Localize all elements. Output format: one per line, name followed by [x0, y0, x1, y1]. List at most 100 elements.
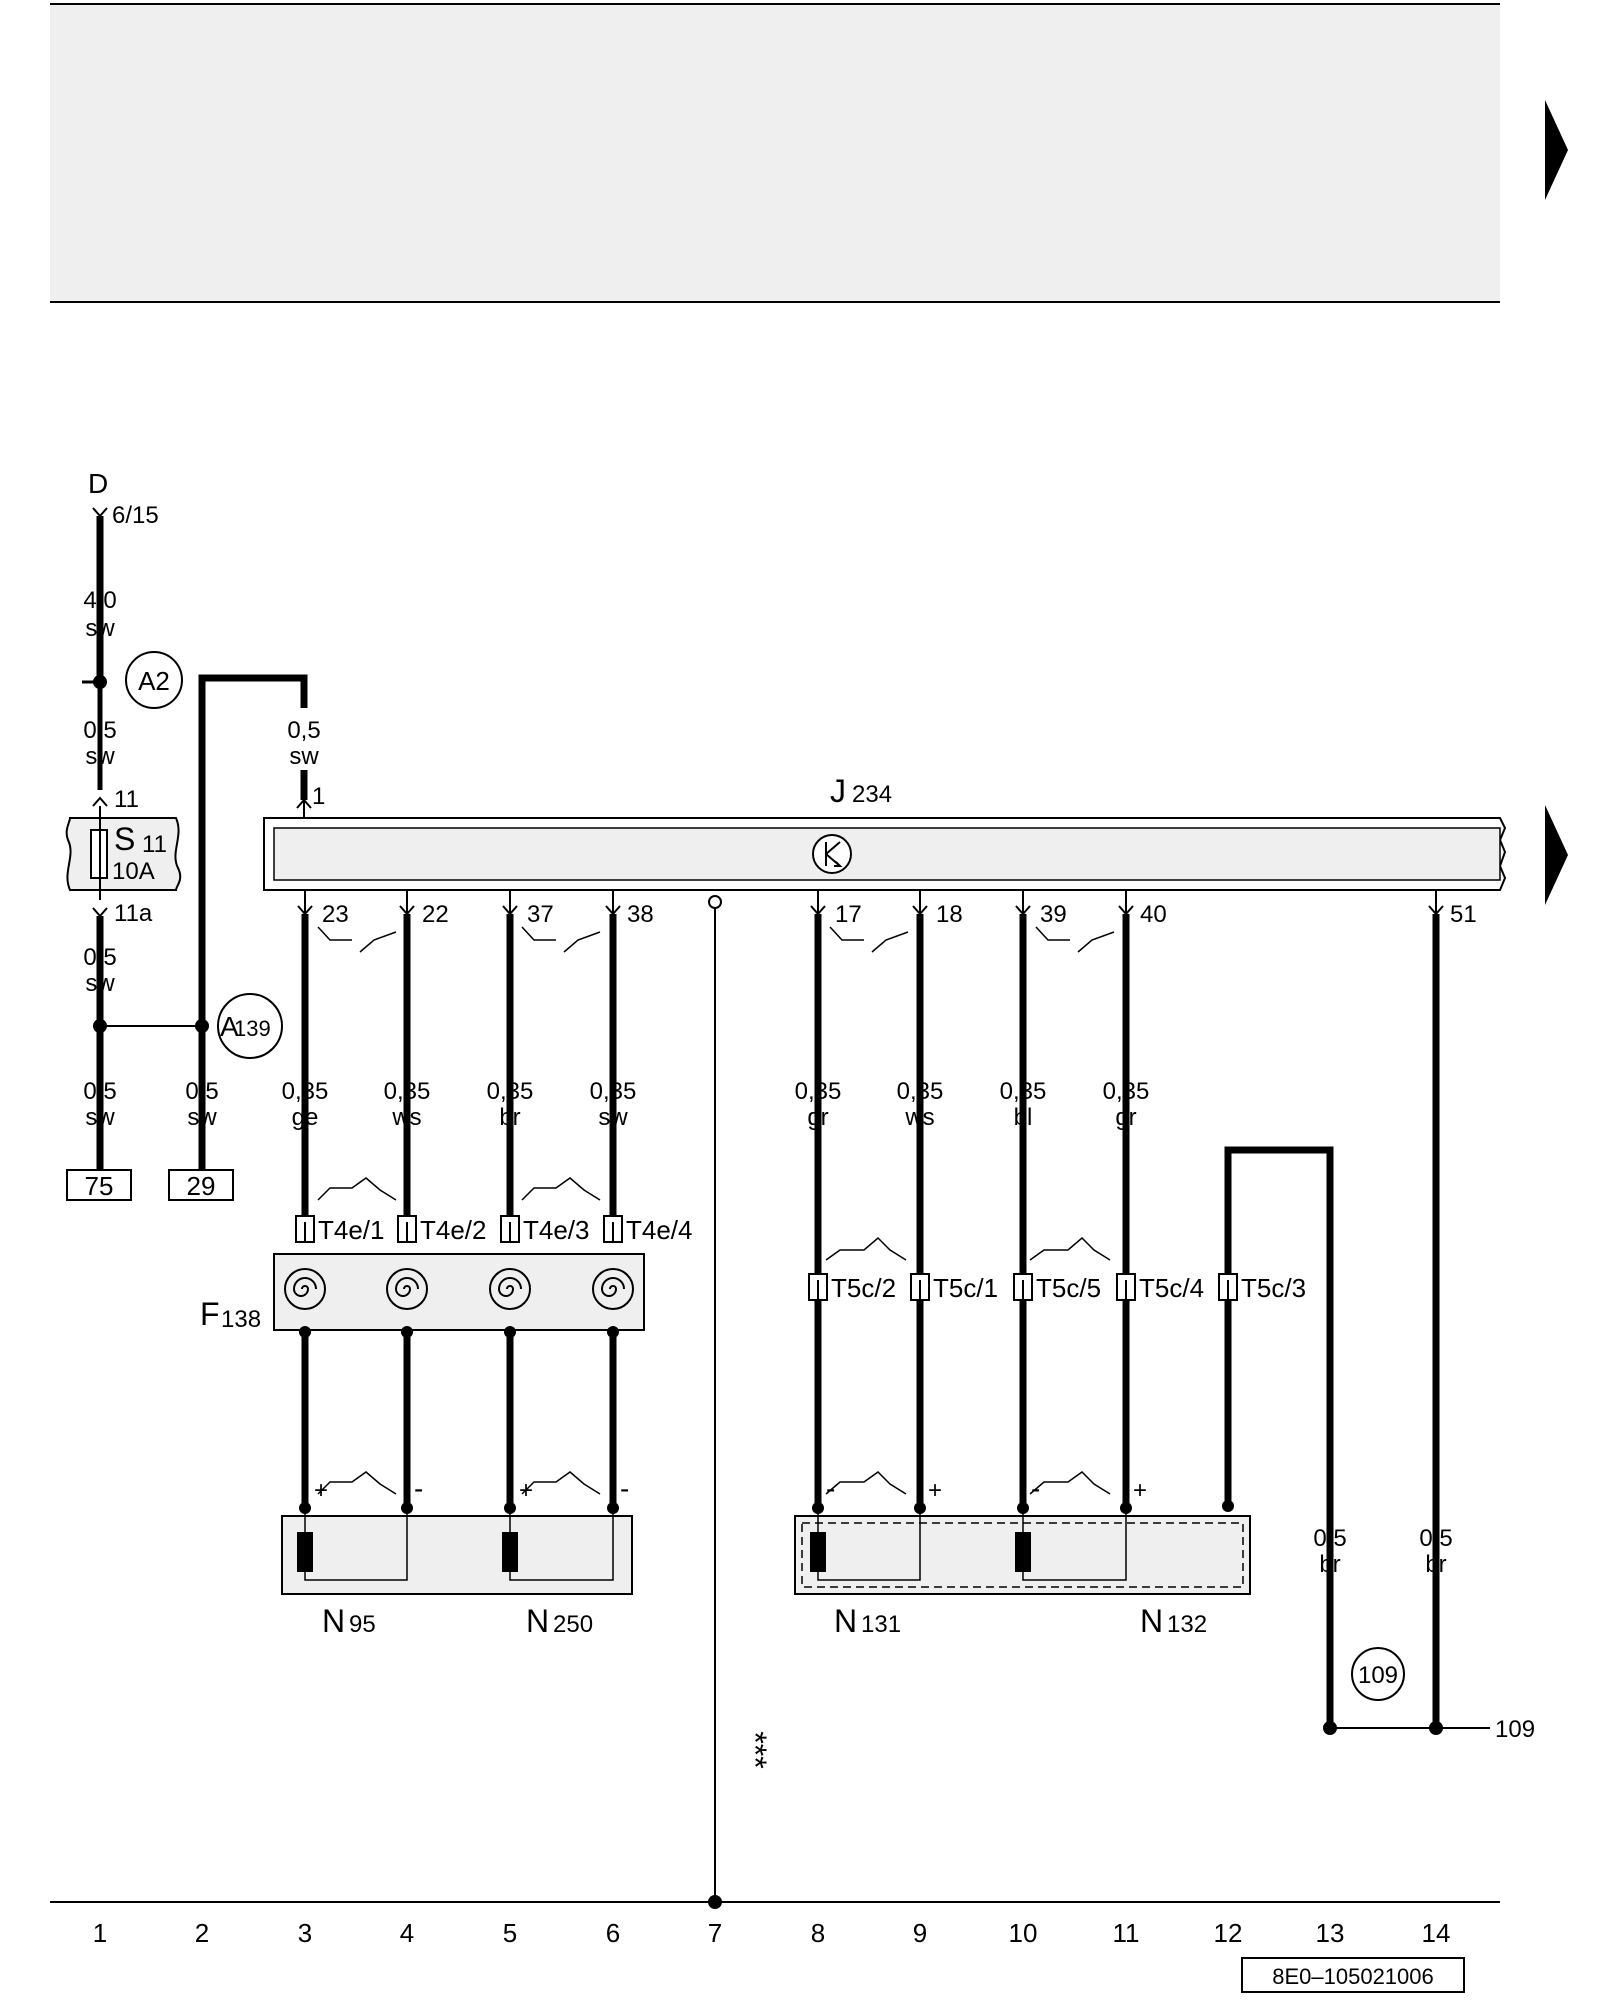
- terminal-29-label: 29: [187, 1171, 216, 1201]
- column-2: 2: [195, 1918, 209, 1948]
- pin-22-label: 22: [422, 901, 449, 928]
- wire-12-dot: [1222, 1500, 1234, 1512]
- wire-j1-color: sw: [289, 743, 319, 770]
- ground-point-109: [1351, 1647, 1405, 1701]
- control-unit-name: J: [830, 773, 846, 809]
- junction-dot-left: [93, 1019, 107, 1033]
- column-8: 8: [811, 1918, 825, 1948]
- wire-3-color: ge: [292, 1104, 319, 1131]
- connector-t4e-3-label: T4e/3: [523, 1215, 590, 1245]
- clock-spring-f138: [273, 1253, 645, 1331]
- wire-b-size: 0,5: [83, 944, 116, 971]
- terminal-75-box: [66, 1169, 132, 1201]
- wire-13-color: br: [1319, 1551, 1340, 1578]
- spiral-icons: [284, 1268, 634, 1310]
- wire-loop-12-13: [1224, 1146, 1334, 1728]
- wire-3-size: 0,35: [282, 1078, 329, 1105]
- connector-t4e-2-label: T4e/2: [420, 1215, 487, 1245]
- wire-5-color: br: [499, 1104, 520, 1131]
- wire-8-color: gr: [807, 1104, 828, 1131]
- continue-arrow-right-icon[interactable]: [1545, 805, 1568, 905]
- control-unit-inner: [273, 827, 1501, 881]
- pin-23-label: 23: [322, 901, 349, 928]
- igniter-n250-name: N: [526, 1603, 549, 1639]
- wire-14-size: 0,5: [1419, 1525, 1452, 1552]
- pin-6-15-label: 6/15: [112, 502, 159, 529]
- signal-wires: [301, 914, 1440, 1728]
- wire-labels: 0,35 ge 0,35 ws 0,35 br 0,35 sw 0,35 gr …: [282, 1078, 1150, 1131]
- pin-39-label: 39: [1040, 901, 1067, 928]
- pin-arrows: [297, 905, 1444, 916]
- wire-14-color: br: [1425, 1551, 1446, 1578]
- wire-75-color: sw: [85, 1104, 115, 1131]
- column-4: 4: [400, 1918, 414, 1948]
- wire-main-color: sw: [85, 615, 115, 642]
- wire-29-color: sw: [187, 1104, 217, 1131]
- connector-t4e-symbols: [295, 1215, 623, 1243]
- igniter-n132-num: 132: [1167, 1611, 1207, 1638]
- wire-29-up: [198, 674, 308, 1026]
- connector-t5c-2-label: T5c/2: [831, 1273, 896, 1303]
- connector-t5c-5-label: T5c/5: [1036, 1273, 1101, 1303]
- pin-stubs: [304, 890, 1437, 914]
- polarity-5: +: [519, 1477, 533, 1504]
- pin-17-label: 17: [835, 901, 862, 928]
- wire-10-size: 0,35: [1000, 1078, 1047, 1105]
- twist-markers: [317, 926, 1115, 1495]
- fuse-s11-num: 11: [142, 831, 167, 858]
- wire-75-size: 0,5: [83, 1078, 116, 1105]
- transistor-icon-glyph: [825, 841, 843, 867]
- ground-ref-label: 109: [1495, 1716, 1535, 1743]
- clock-spring-num: 138: [221, 1306, 261, 1333]
- wire-11-size: 0,35: [1103, 1078, 1150, 1105]
- igniter-n95-num: 95: [349, 1611, 376, 1638]
- column-1: 1: [93, 1918, 107, 1948]
- pin-6-15-arrow: [92, 507, 108, 518]
- transistor-icon: [812, 834, 852, 874]
- continue-arrow-top-icon[interactable]: [1545, 100, 1568, 200]
- junction-a139-letter: A: [220, 1011, 239, 1042]
- junction-a139-label: 139: [234, 1016, 271, 1041]
- wire-a-size: 0,5: [83, 717, 116, 744]
- wire-5-size: 0,35: [487, 1078, 534, 1105]
- igniter-box-driver: [281, 1515, 633, 1595]
- igniter-n95-name: N: [322, 1603, 345, 1639]
- wire-6-size: 0,35: [590, 1078, 637, 1105]
- connector-t4e-1-label: T4e/1: [318, 1215, 385, 1245]
- column-3: 3: [298, 1918, 312, 1948]
- fuse-s11-name: S: [114, 821, 135, 857]
- igniter-n131-num: 131: [861, 1611, 901, 1638]
- polarity-11: +: [1133, 1477, 1147, 1504]
- igniter-elements: [297, 1532, 1031, 1572]
- igniter-box-passenger-inner: [801, 1522, 1244, 1588]
- igniter-n132-name: N: [1140, 1603, 1163, 1639]
- column-6: 6: [606, 1918, 620, 1948]
- wire-11-color: gr: [1115, 1104, 1136, 1131]
- ground-dot-14: [1429, 1721, 1443, 1735]
- connector-t5c-1-label: T5c/1: [933, 1273, 998, 1303]
- ground-point-109-label: 109: [1358, 1662, 1398, 1689]
- polarity-10: -: [1031, 1473, 1040, 1504]
- column-7: 7: [708, 1918, 722, 1948]
- clock-spring-dots: [299, 1326, 619, 1338]
- polarity-6: -: [620, 1473, 629, 1504]
- terminal-75-label: 75: [85, 1171, 114, 1201]
- wire-6-color: sw: [598, 1104, 628, 1131]
- column-13: 13: [1316, 1918, 1345, 1948]
- pin-40-label: 40: [1140, 901, 1167, 928]
- wire-9-size: 0,35: [897, 1078, 944, 1105]
- pin-38-label: 38: [627, 901, 654, 928]
- igniter-n131-name: N: [834, 1603, 857, 1639]
- connector-a2-label: A2: [138, 666, 170, 696]
- fuse-pin-out-arrow: [92, 907, 108, 918]
- wire-29-size: 0,5: [185, 1078, 218, 1105]
- header-panel: [50, 4, 1500, 302]
- polarity-4: -: [414, 1473, 423, 1504]
- wire-b-color: sw: [85, 970, 115, 997]
- polarity-labels: + - + - - + - +: [314, 1473, 1147, 1504]
- column-11: 11: [1113, 1918, 1140, 1948]
- igniter-n250-num: 250: [553, 1611, 593, 1638]
- connector-a2: [125, 651, 183, 709]
- fuse-pin-in-arrow: [92, 796, 108, 807]
